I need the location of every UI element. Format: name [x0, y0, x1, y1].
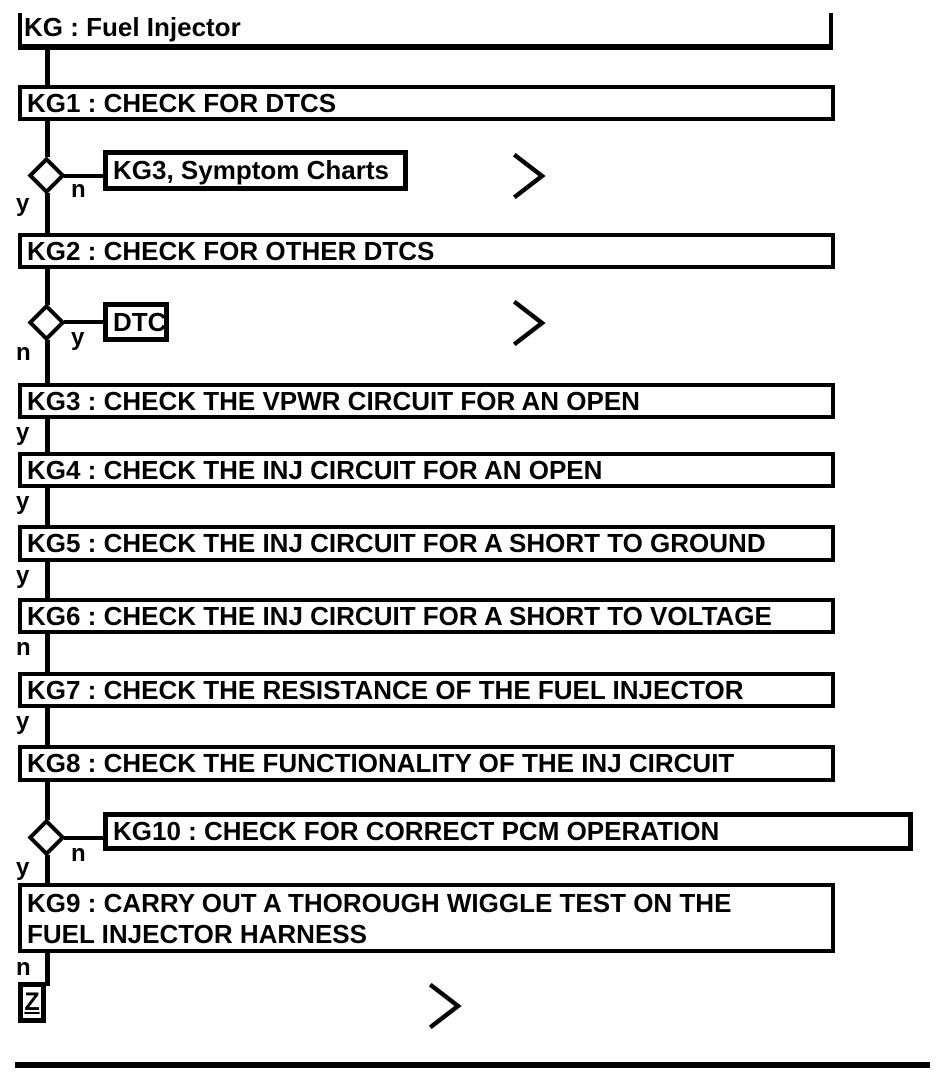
connector-line — [45, 855, 50, 883]
edge-label-yes: y — [16, 854, 30, 881]
edge-label-no: n — [16, 339, 31, 366]
connector-line — [45, 562, 50, 598]
connector-line — [45, 50, 50, 85]
title-left-edge — [18, 13, 22, 49]
continue-chevron-icon[interactable] — [512, 299, 548, 347]
branch-symptom-charts-box[interactable]: KG3, Symptom Charts — [103, 150, 408, 191]
decision-diamond-1 — [27, 156, 66, 195]
edge-label-no: n — [16, 954, 31, 981]
connector-line — [64, 836, 103, 840]
edge-label-yes: y — [16, 562, 30, 589]
edge-label-yes: y — [16, 190, 30, 217]
edge-label-yes: y — [16, 419, 30, 446]
step-kg6-box[interactable]: KG6 : CHECK THE INJ CIRCUIT FOR A SHORT … — [18, 598, 835, 634]
title-underline — [18, 44, 833, 50]
connector-line — [45, 634, 50, 672]
step-kg9-line1: KG9 : CARRY OUT A THOROUGH WIGGLE TEST O… — [27, 888, 732, 918]
connector-line — [45, 782, 50, 820]
connector-line — [45, 269, 50, 305]
step-kg3-box[interactable]: KG3 : CHECK THE VPWR CIRCUIT FOR AN OPEN — [18, 383, 835, 419]
step-kg9-line2: FUEL INJECTOR HARNESS — [27, 919, 367, 949]
step-kg4-box[interactable]: KG4 : CHECK THE INJ CIRCUIT FOR AN OPEN — [18, 452, 835, 488]
continue-chevron-icon[interactable] — [512, 152, 548, 200]
connector-line — [45, 193, 50, 233]
step-kg9-box[interactable]: KG9 : CARRY OUT A THOROUGH WIGGLE TEST O… — [18, 883, 835, 953]
connector-line — [45, 488, 50, 525]
connector-line — [45, 340, 50, 383]
edge-label-no: n — [16, 634, 31, 661]
step-kg1-box[interactable]: KG1 : CHECK FOR DTCS — [18, 85, 835, 121]
connector-line — [64, 320, 103, 324]
edge-label-no: n — [71, 176, 86, 203]
connector-line — [45, 121, 50, 157]
branch-kg10-box[interactable]: KG10 : CHECK FOR CORRECT PCM OPERATION — [103, 812, 913, 851]
connector-line — [45, 708, 50, 745]
edge-label-no: n — [71, 840, 86, 867]
step-kg2-box[interactable]: KG2 : CHECK FOR OTHER DTCS — [18, 233, 835, 269]
offpage-connector-z[interactable]: Z — [18, 982, 46, 1023]
connector-line — [64, 174, 103, 178]
edge-label-yes: y — [16, 708, 30, 735]
flowchart-title: KG : Fuel Injector — [24, 12, 241, 42]
step-kg8-box[interactable]: KG8 : CHECK THE FUNCTIONALITY OF THE INJ… — [18, 745, 835, 782]
step-kg7-box[interactable]: KG7 : CHECK THE RESISTANCE OF THE FUEL I… — [18, 672, 835, 708]
page-divider — [15, 1062, 930, 1068]
branch-dtc-box[interactable]: DTC — [103, 302, 169, 342]
connector-line — [45, 419, 50, 452]
edge-label-yes: y — [16, 488, 30, 515]
continue-chevron-icon[interactable] — [428, 982, 464, 1030]
title-right-edge — [829, 13, 833, 49]
edge-label-yes: y — [71, 324, 85, 351]
decision-diamond-3 — [27, 818, 66, 857]
step-kg5-box[interactable]: KG5 : CHECK THE INJ CIRCUIT FOR A SHORT … — [18, 525, 835, 562]
decision-diamond-2 — [27, 303, 66, 342]
connector-line — [45, 953, 50, 986]
